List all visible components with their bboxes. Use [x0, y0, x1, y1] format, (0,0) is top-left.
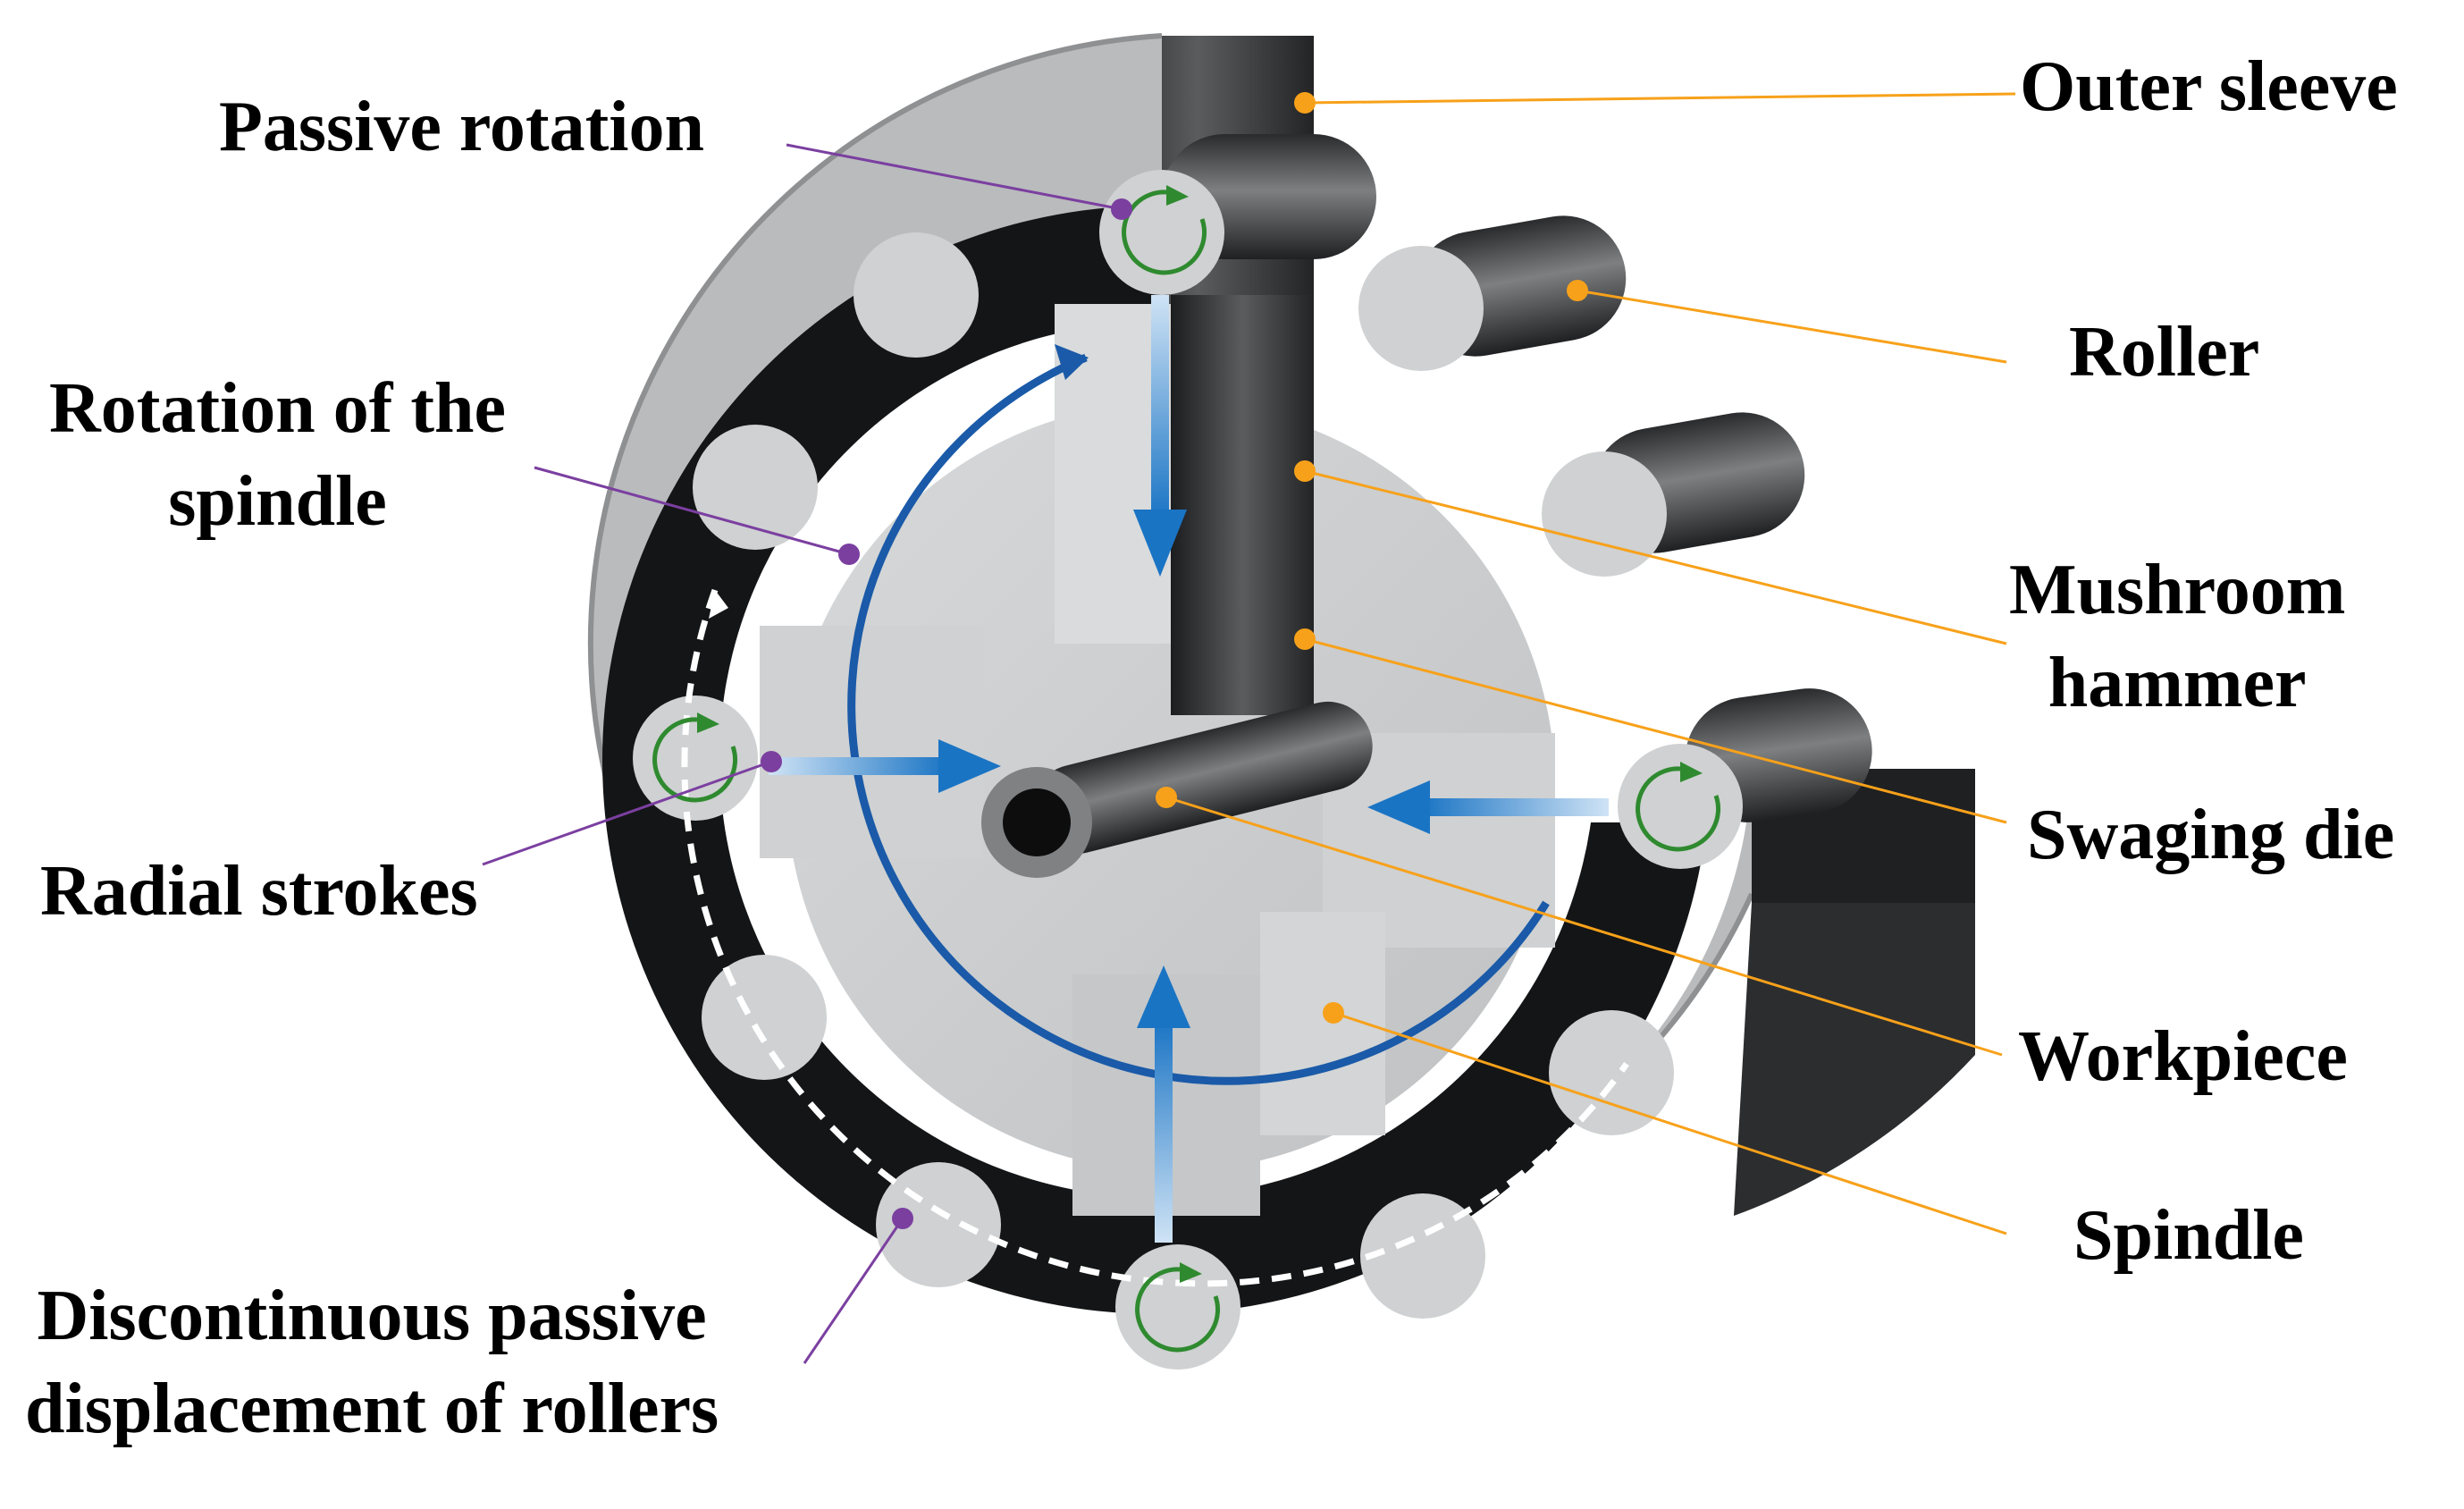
roller-left-upper [693, 425, 818, 550]
discontinuous-displacement-label-line-2: displacement of rollers [25, 1370, 719, 1448]
circular-arrow-icon [1122, 185, 1207, 275]
radial-strokes-label: Radial strokes [40, 852, 478, 931]
loose-roller-2 [1542, 412, 1805, 577]
motion-leaders [482, 143, 1132, 1364]
passive-rotation-label: Passive rotation [219, 88, 704, 166]
rotation-of-spindle-label-line-1: Rotation of the [49, 369, 507, 448]
roller-lower-right [1360, 1193, 1485, 1319]
roller-left [633, 695, 758, 821]
mushroom-hammer [1171, 295, 1314, 715]
mushroom-hammer-label-line-1: Mushroom [2009, 551, 2346, 629]
outer-sleeve-label: Outer sleeve [2020, 47, 2398, 126]
workpiece-label: Workpiece [2018, 1017, 2348, 1096]
roller-displacement-path [681, 588, 1629, 1287]
mushroom-hammer-label-line-2: hammer [2048, 644, 2307, 722]
rotation-of-spindle-label-line-2: spindle [168, 462, 387, 541]
roller-left-lower [702, 955, 827, 1080]
arrow-icon [1137, 965, 1190, 1243]
swaging-die-label: Swaging die [2027, 796, 2395, 874]
spindle-label: Spindle [2073, 1196, 2304, 1275]
circular-arrow-icon [1636, 762, 1721, 852]
radial-stroke-arrows [769, 295, 1609, 1243]
roller-right-lower [1549, 1010, 1674, 1135]
roller-right [1618, 688, 1872, 869]
rollers [633, 134, 1872, 1370]
arrow-icon [769, 739, 1001, 793]
component-leaders [1156, 92, 2016, 1235]
spindle-rotation-arrow [847, 344, 1550, 1085]
roller-upper-left [854, 232, 979, 358]
circular-arrow-icon [1135, 1262, 1221, 1353]
workpiece [981, 701, 1373, 878]
rotation-of-spindle-label: Rotation of the spindle [49, 362, 506, 548]
loose-roller-1 [1358, 215, 1627, 371]
roller-label: Roller [2069, 313, 2260, 392]
arrow-icon [1367, 780, 1609, 834]
roller-top [1099, 134, 1376, 295]
discontinuous-displacement-label-line-1: Discontinuous passive [37, 1277, 707, 1355]
mushroom-hammer-label: Mushroom hammer [2009, 544, 2345, 729]
arrow-icon [1133, 295, 1187, 577]
discontinuous-displacement-label: Discontinuous passive displacement of ro… [25, 1269, 719, 1455]
